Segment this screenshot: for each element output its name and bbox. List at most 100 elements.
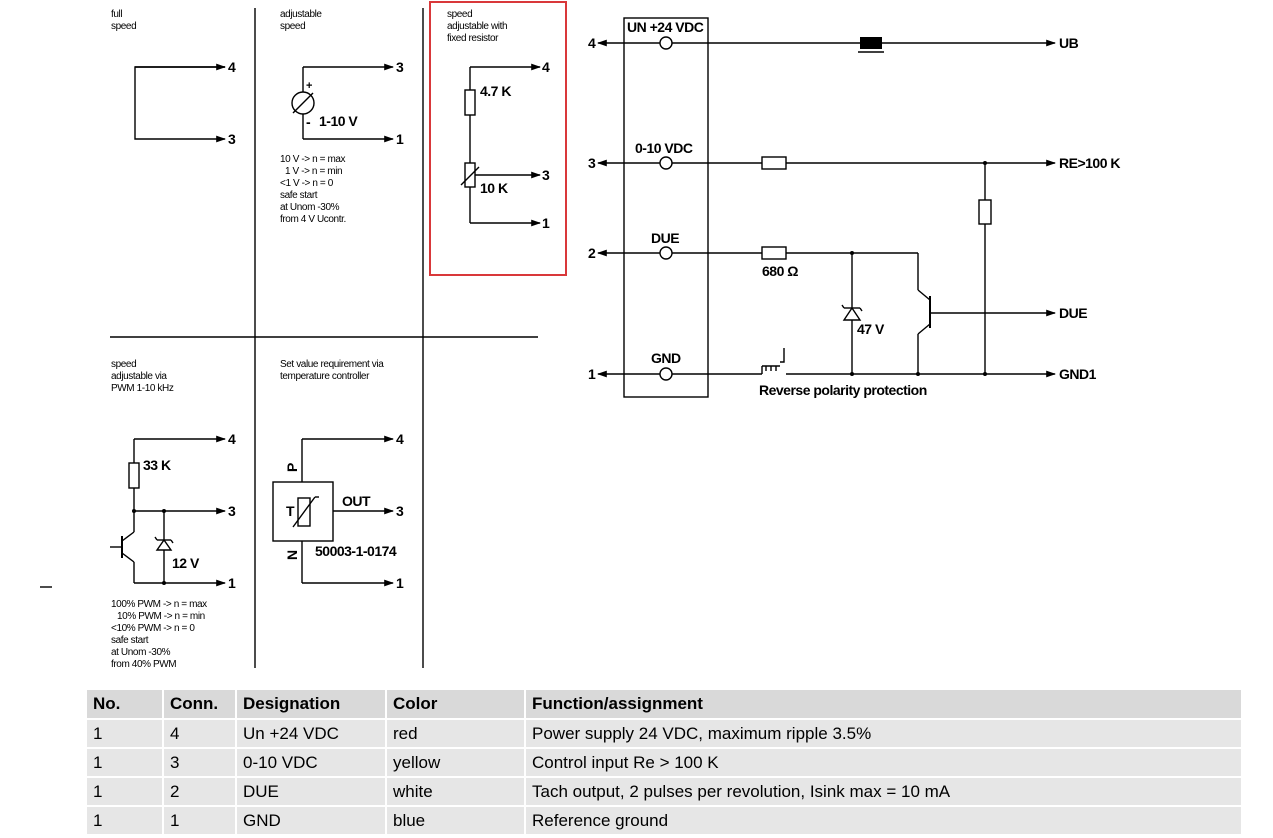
reverse-protection-icon [761,348,785,374]
panel-adj-pin-1: 1 [396,131,404,147]
panel-pwm-pin-4: 4 [228,431,236,447]
wiring-diagram: full speed 4 3 adjustable speed + - 1-10… [40,1,1121,670]
panel-temp-title-2: temperature controller [280,371,370,382]
table-row: 1 2 DUE white Tach output, 2 pulses per … [87,778,1241,805]
header-no: No. [87,690,162,718]
pull-resistor-icon [978,199,992,225]
header-conn: Conn. [164,690,235,718]
panel-full-speed: full speed 4 3 [111,9,236,147]
cell-conn: 4 [164,720,235,747]
cell-color: yellow [387,749,524,776]
output-gnd1: GND1 [1059,366,1097,382]
pwm-note-6: from 40% PWM [111,659,176,670]
cell-function: Power supply 24 VDC, maximum ripple 3.5% [526,720,1241,747]
cell-conn: 2 [164,778,235,805]
adj-note-6: from 4 V Ucontr. [280,214,346,225]
panel-fixed-resistor: speed adjustable with fixed resistor 4.7… [429,1,567,276]
schematic-pin-2: 2 [588,245,596,261]
resistor-4k7-label: 4.7 K [480,83,511,99]
table-header-row: No. Conn. Designation Color Function/ass… [87,690,1241,718]
cell-function: Control input Re > 100 K [526,749,1241,776]
source-minus: - [306,114,311,130]
panel-temp-pin-3: 3 [396,503,404,519]
zener-12v-label: 12 V [172,555,200,571]
schematic-pin-4: 4 [588,35,596,51]
cell-color: white [387,778,524,805]
cell-designation: GND [237,807,385,834]
panel-adj-pin-3: 3 [396,59,404,75]
resistor-680-label: 680 Ω [762,263,798,279]
schematic-pin-1: 1 [588,366,596,382]
cell-designation: 0-10 VDC [237,749,385,776]
resistor-680-icon [761,246,787,260]
connector-block [623,17,709,398]
reverse-protection-label: Reverse polarity protection [759,382,927,398]
potentiometer-icon [464,162,476,188]
panel-full-title-1: full [111,9,122,20]
pwm-note-2: 10% PWM -> n = min [117,611,205,622]
connector-label-due: DUE [651,230,679,246]
source-voltage-label: 1-10 V [319,113,358,129]
panel-full-pin-4: 4 [228,59,236,75]
panel-fixed-pin-3: 3 [542,167,550,183]
pwm-note-3: <10% PWM -> n = 0 [111,623,195,634]
resistor-4k7-icon [464,89,476,116]
connector-label-un: UN +24 VDC [627,19,704,35]
zener-47v-icon [842,306,862,321]
panel-pwm-title-2: adjustable via [111,371,167,382]
cell-conn: 3 [164,749,235,776]
cell-function: Reference ground [526,807,1241,834]
controller-p-label: P [284,463,300,472]
controller-t-label: T [286,503,295,519]
table-row: 1 3 0-10 VDC yellow Control input Re > 1… [87,749,1241,776]
cell-no: 1 [87,720,162,747]
pwm-note-5: at Unom -30% [111,647,171,658]
panel-temp-title-1: Set value requirement via [280,359,384,370]
pwm-note-1: 100% PWM -> n = max [111,599,207,610]
controller-part-number: 50003-1-0174 [315,543,397,559]
panel-full-title-2: speed [111,21,136,32]
zener-12v-icon [155,538,173,551]
cell-designation: DUE [237,778,385,805]
table-row: 1 4 Un +24 VDC red Power supply 24 VDC, … [87,720,1241,747]
internal-schematic: 4 3 2 1 UN +24 VDC 0-10 VDC DUE GND UB R… [588,17,1121,398]
panel-temperature: Set value requirement via temperature co… [272,359,404,591]
resistor-10k-label: 10 K [480,180,508,196]
panel-pwm-pin-3: 3 [228,503,236,519]
fuse-icon [860,37,882,49]
panel-pwm-pin-1: 1 [228,575,236,591]
output-due: DUE [1059,305,1087,321]
output-ub: UB [1059,35,1079,51]
cell-function: Tach output, 2 pulses per revolution, Is… [526,778,1241,805]
header-color: Color [387,690,524,718]
cell-no: 1 [87,749,162,776]
connector-label-gnd: GND [651,350,681,366]
panel-pwm-title-3: PWM 1-10 kHz [111,383,174,394]
panel-pwm: speed adjustable via PWM 1-10 kHz 33 K 1… [110,359,236,670]
panel-adj-title-2: speed [280,21,305,32]
adj-note-3: <1 V -> n = 0 [280,178,334,189]
cell-designation: Un +24 VDC [237,720,385,747]
panel-fixed-title-1: speed [447,9,472,20]
controller-n-label: N [284,550,300,560]
source-plus: + [306,80,312,92]
input-resistor-icon [761,156,787,170]
header-function: Function/assignment [526,690,1241,718]
cell-no: 1 [87,778,162,805]
zener-47v-label: 47 V [857,321,885,337]
panel-dividers [40,8,538,668]
connector-label-control: 0-10 VDC [635,140,693,156]
output-re: RE>100 K [1059,155,1120,171]
cell-no: 1 [87,807,162,834]
panel-pwm-title-1: speed [111,359,136,370]
panel-full-pin-3: 3 [228,131,236,147]
panel-temp-pin-1: 1 [396,575,404,591]
adj-note-2: 1 V -> n = min [285,166,342,177]
pin-assignment-table: No. Conn. Designation Color Function/ass… [85,688,1243,836]
adj-note-5: at Unom -30% [280,202,340,213]
header-designation: Designation [237,690,385,718]
panel-adjustable-speed: adjustable speed + - 1-10 V 3 1 10 V -> … [280,9,404,225]
panel-fixed-pin-1: 1 [542,215,550,231]
highlight-frame [429,1,567,276]
adj-note-4: safe start [280,190,318,201]
